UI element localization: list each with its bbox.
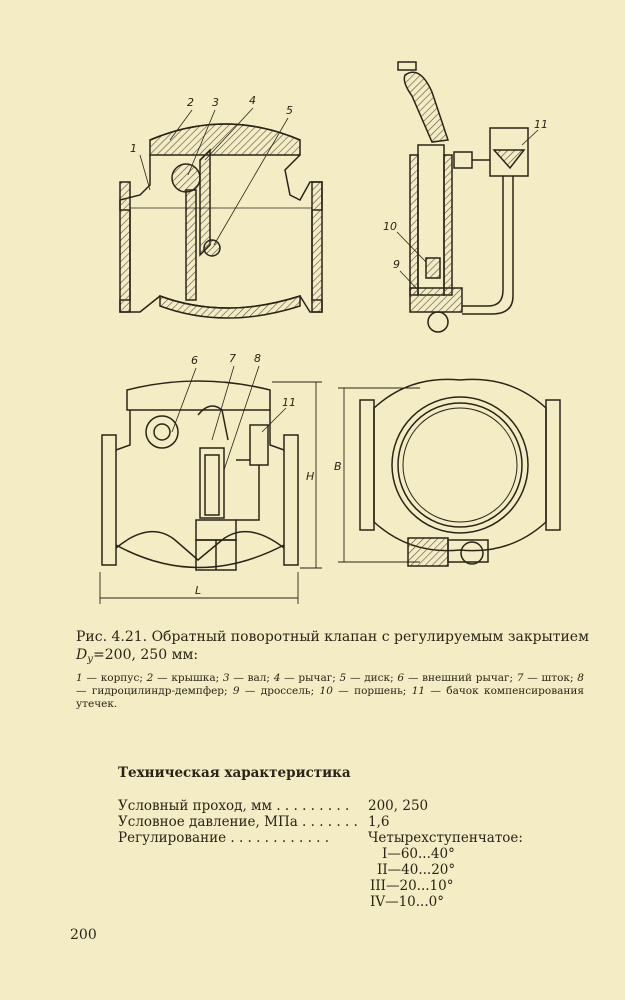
technical-drawing: 1 2 3 4 5 6 7 8 9 10 11 11 L H B <box>99 61 561 604</box>
spec-value: 200, 250 <box>368 798 429 814</box>
spec-row: Условное давление, МПа . . . . . . . 1,6 <box>118 814 389 834</box>
damper-assembly-view <box>397 61 529 333</box>
dimension-b: B <box>334 460 342 473</box>
dy-subscript: у <box>87 654 94 665</box>
dimension-l: L <box>195 584 201 597</box>
label-1: 1 <box>130 142 137 155</box>
regulation-stage: I—60...40° <box>382 846 455 862</box>
label-11-bottom: 11 <box>282 396 296 409</box>
specs-heading: Техническая характеристика <box>118 765 351 781</box>
label-11-top: 11 <box>534 118 548 131</box>
figure-legend: 1 — корпус; 2 — крышка; 3 — вал; 4 — рыч… <box>76 672 584 711</box>
spec-row: Регулирование . . . . . . . . . . . . Че… <box>118 830 523 850</box>
label-6: 6 <box>191 354 198 367</box>
regulation-stage: IV—10...0° <box>370 894 444 910</box>
legend-item: 5 — диск; <box>339 672 398 684</box>
legend-item: 1 — корпус; <box>76 672 147 684</box>
label-2: 2 <box>187 96 194 109</box>
dy-symbol: D <box>76 647 88 663</box>
label-7: 7 <box>229 352 236 365</box>
spec-label: Регулирование . . . . . . . . . . . . <box>118 830 330 846</box>
legend-item: 2 — крышка; <box>146 672 223 684</box>
label-4: 4 <box>249 94 256 107</box>
label-10: 10 <box>383 220 397 233</box>
spec-label: Условный проход, мм . . . . . . . . . <box>118 798 350 814</box>
legend-item: 3 — вал; <box>222 672 274 684</box>
dimension-h: H <box>306 470 314 483</box>
dy-value: =200, 250 мм: <box>93 647 199 663</box>
valve-side-view <box>101 380 299 571</box>
legend-item: 4 — рычаг; <box>273 672 340 684</box>
part-labels: 1 2 3 4 5 6 7 8 9 10 11 11 L H B <box>130 94 548 597</box>
label-8: 8 <box>254 352 261 365</box>
label-3: 3 <box>212 96 219 109</box>
legend-item: 9 — дроссель; <box>232 685 320 697</box>
legend-item: 11 — бачок компенсирования утечек. <box>76 685 584 710</box>
spec-value: 1,6 <box>368 814 390 830</box>
label-9: 9 <box>393 258 400 271</box>
label-5: 5 <box>286 104 293 117</box>
legend-item: 6 — внешний рычаг; <box>397 672 517 684</box>
spec-label: Условное давление, МПа . . . . . . . <box>118 814 358 830</box>
regulation-stage: II—40...20° <box>377 862 456 878</box>
page-number: 200 <box>70 927 97 943</box>
dimension-lines <box>99 381 420 604</box>
leader-lines <box>139 107 539 471</box>
legend-item: 10 — поршень; <box>319 685 412 697</box>
figure-caption: Рис. 4.21. Обратный поворотный клапан с … <box>76 628 596 669</box>
valve-end-view <box>359 378 561 567</box>
legend-item: 7 — шток; <box>516 672 578 684</box>
valve-section-view <box>119 123 323 319</box>
caption-title: Рис. 4.21. Обратный поворотный клапан с … <box>76 629 589 645</box>
regulation-stage: III—20...10° <box>370 878 454 894</box>
legend-item: 8 — гидроцилиндр-демпфер; <box>76 672 584 697</box>
spec-row: Условный проход, мм . . . . . . . . . 20… <box>118 798 428 818</box>
spec-value: Четырехступенчатое: <box>368 830 523 846</box>
